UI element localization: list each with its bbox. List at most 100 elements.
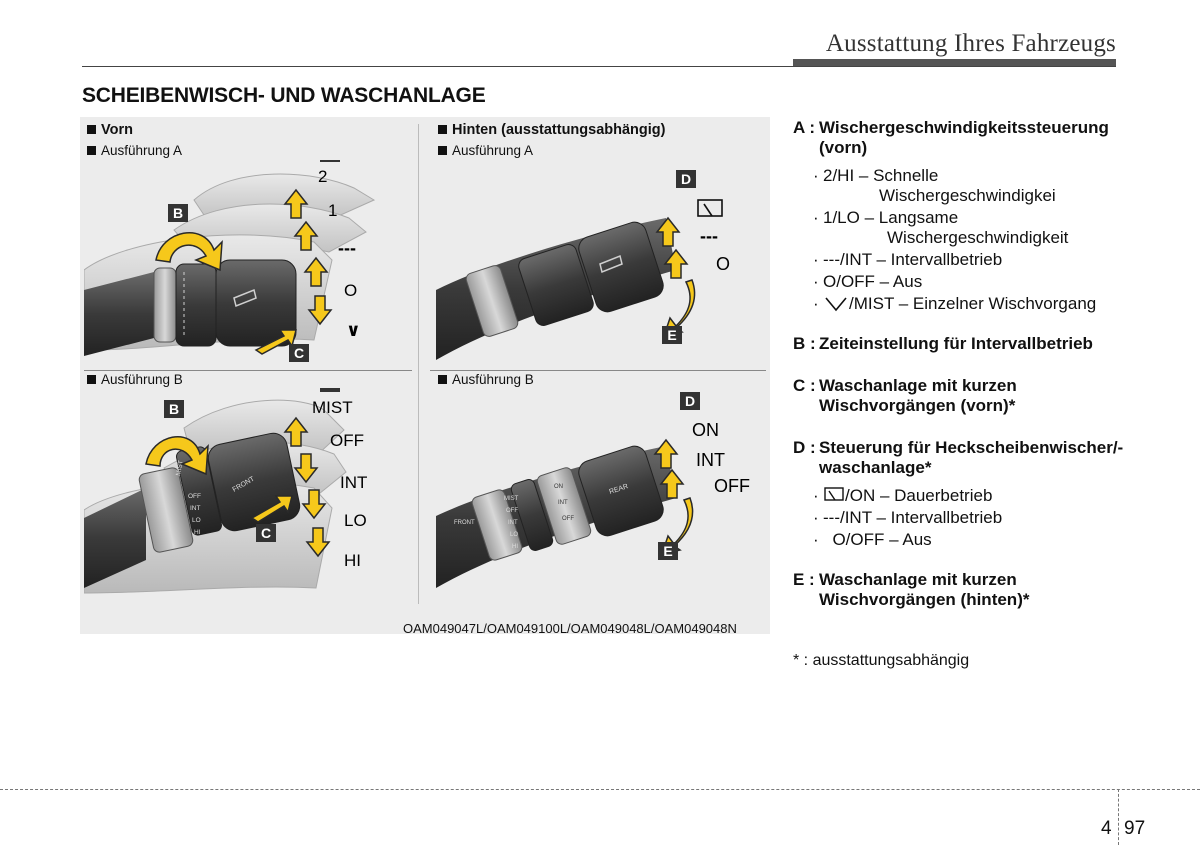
- caption-front-a: Ausführung A: [87, 143, 182, 158]
- speed-hi: HI: [344, 551, 361, 570]
- label-b-box: [164, 400, 184, 418]
- list-item: ·/ON – Dauerbetrieb: [813, 486, 993, 505]
- ring-off: OFF: [188, 493, 201, 500]
- ring-mist: MIST: [504, 496, 519, 502]
- figure-code: OAM049047L/OAM049100L/OAM049048L/OAM0490…: [403, 621, 737, 636]
- speed-off: OFF: [330, 431, 364, 450]
- caption-front-text: Vorn: [101, 122, 133, 138]
- speed-mist: MIST: [312, 398, 353, 417]
- label-a-box: [320, 160, 340, 162]
- label-d-box: [676, 170, 696, 188]
- ring-off: OFF: [506, 508, 518, 514]
- figure-divider-vertical: [418, 124, 419, 604]
- caption-rear-b-text: Ausführung B: [452, 372, 534, 387]
- arrow-washer-c: [250, 495, 293, 523]
- label-e-box: [658, 542, 678, 560]
- legend-d-label: D :: [793, 438, 816, 457]
- legend-a: A :Wischergeschwindigkeitssteuerung (vor…: [793, 118, 1133, 158]
- list-item: ·O/OFF – Aus: [813, 272, 923, 291]
- label-c: C: [261, 525, 271, 541]
- figure-divider-right: [430, 370, 766, 371]
- speed-int: INT: [340, 473, 367, 492]
- label-e: E: [663, 543, 672, 559]
- caption-rear-a: Ausführung A: [438, 143, 533, 158]
- caption-front-a-text: Ausführung A: [101, 143, 183, 158]
- ring-lo: LO: [192, 517, 201, 524]
- arrow-washer-c: [254, 329, 297, 355]
- legend-d-items: ·/ON – Dauerbetrieb ·---/INT – Intervall…: [813, 486, 1133, 550]
- label-d: D: [685, 393, 695, 409]
- speed-mist: ∨: [346, 320, 361, 340]
- legend-a-title: Wischergeschwindigkeitssteuerung (vorn): [819, 118, 1109, 157]
- label-b: B: [173, 205, 183, 221]
- list-item: ·/MIST – Einzelner Wischvorgang: [813, 294, 1097, 313]
- header-rule: [82, 66, 1116, 67]
- chapter-number: 4: [1101, 818, 1112, 839]
- rear-off: O: [716, 254, 730, 274]
- caption-front-b: Ausführung B: [87, 372, 183, 387]
- panel-front-a: A B C 2 1 --- O ∨: [84, 160, 376, 362]
- legend-c-label: C :: [793, 376, 816, 395]
- label-e: E: [667, 327, 676, 343]
- legend-c-title: Waschanlage mit kurzen Wischvorgängen (v…: [819, 376, 1017, 415]
- ring-int: INT: [190, 505, 201, 512]
- label-a-box: [320, 388, 340, 392]
- hub-front-label: FRONT: [454, 520, 475, 526]
- legend-c: C :Waschanlage mit kurzen Wischvorgängen…: [793, 376, 1133, 416]
- ring-hi: HI: [512, 544, 518, 550]
- footer-divider: [1118, 789, 1119, 845]
- rear-int: INT: [696, 450, 725, 470]
- page-number: 97: [1124, 818, 1146, 839]
- footer-rule: [0, 789, 1200, 790]
- caption-rear-text: Hinten (ausstattungsabhängig): [452, 122, 666, 138]
- legend-e-label: E :: [793, 570, 815, 589]
- footnote: * : ausstattungsabhängig: [793, 652, 970, 669]
- label-c-box: [256, 524, 276, 542]
- legend-a-label: A :: [793, 118, 816, 137]
- legend-e: E :Waschanlage mit kurzen Wischvorgängen…: [793, 570, 1133, 610]
- speed-lo: LO: [344, 511, 367, 530]
- rear-wiper-icon: [824, 487, 844, 501]
- speed-2: 2: [318, 167, 327, 186]
- wiper-stalk: [84, 259, 297, 356]
- rotate-arrow-b: [145, 436, 209, 476]
- rear-off: OFF: [714, 476, 750, 496]
- panel-rear-a: D E --- O: [436, 170, 730, 360]
- legend-d-title: Steuerung für Heckscheibenwischer/-wasch…: [819, 438, 1124, 477]
- legend-d: D :Steuerung für Heckscheibenwischer/-wa…: [793, 438, 1133, 478]
- ring-int: INT: [508, 520, 518, 526]
- wiper-stalk: [436, 218, 676, 360]
- chapter-title: Ausstattung Ihres Fahrzeugs: [825, 30, 1116, 57]
- caption-front: Vorn: [87, 122, 133, 138]
- speed-off: O: [344, 281, 357, 300]
- label-e-box: [662, 326, 682, 344]
- legend-b-title: Zeiteinstellung für Intervallbetrieb: [819, 334, 1093, 353]
- header-rule-thick: [793, 59, 1116, 66]
- label-b-box: [168, 204, 188, 222]
- panel-rear-b: FRONT MIST OFF INT LO HI ON INT OFF REAR…: [436, 392, 750, 588]
- caption-front-b-text: Ausführung B: [101, 372, 183, 387]
- figure-divider-left: [84, 370, 412, 371]
- rear-on: ON: [692, 420, 719, 440]
- speed-int: ---: [338, 238, 356, 258]
- legend-b: B :Zeiteinstellung für Intervallbetrieb: [793, 334, 1133, 354]
- ring-mist: MIST: [175, 460, 185, 477]
- mist-v-icon: [825, 297, 847, 312]
- label-d-box: [680, 392, 700, 410]
- rear-int: ---: [700, 226, 718, 246]
- label-b: B: [169, 401, 179, 417]
- label-c-box: [289, 344, 309, 362]
- legend: A :Wischergeschwindigkeitssteuerung (vor…: [793, 118, 1133, 632]
- ring-lo: LO: [510, 532, 518, 538]
- rear-ring-int: INT: [558, 500, 568, 506]
- label-c: C: [294, 345, 304, 361]
- label-a: A: [325, 388, 335, 391]
- ring-hi: HI: [194, 529, 201, 536]
- caption-rear: Hinten (ausstattungsabhängig): [438, 122, 665, 138]
- list-item: ·---/INT – Intervallbetrieb: [813, 250, 1003, 269]
- rotate-arrow-b: [155, 232, 223, 272]
- mist-rear-icon: [697, 199, 723, 217]
